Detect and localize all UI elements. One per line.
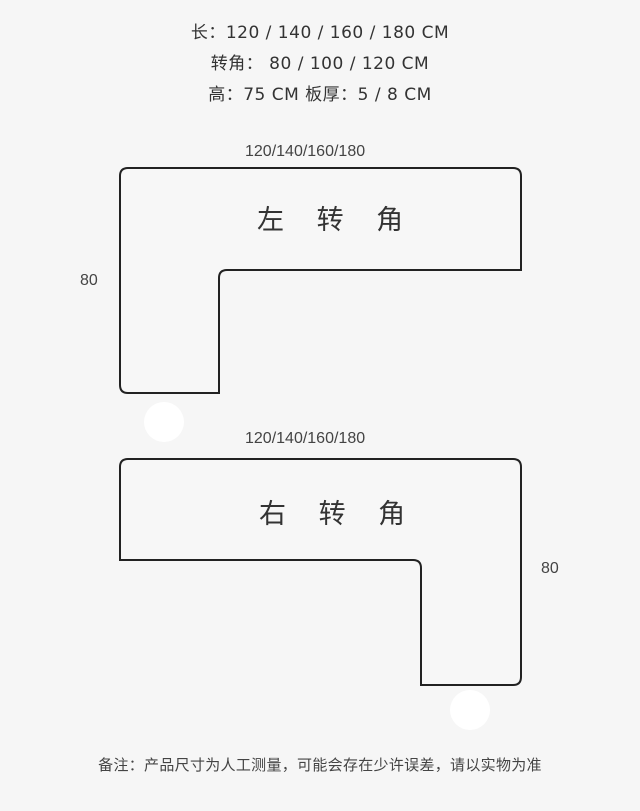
spec-corner: 转角： 80 / 100 / 120 CM <box>210 54 430 74</box>
left-corner-title: 左 转 角 <box>257 205 416 236</box>
right-corner-width-label: 120/140/160/180 <box>245 430 366 447</box>
glow-circle-right <box>450 690 490 730</box>
right-corner-depth-label: 80 <box>541 560 559 577</box>
spec-height-thickness: 高：75 CM 板厚：5 / 8 CM <box>208 85 432 105</box>
left-corner-outline <box>119 167 522 394</box>
spec-length: 长：120 / 140 / 160 / 180 CM <box>190 23 450 43</box>
right-corner-outline <box>119 458 522 686</box>
left-corner-depth-label: 80 <box>80 272 98 289</box>
right-corner-title: 右 转 角 <box>259 499 418 530</box>
left-corner-width-label: 120/140/160/180 <box>245 143 366 160</box>
footer-note: 备注：产品尺寸为人工测量，可能会存在少许误差，请以实物为准 <box>98 756 542 774</box>
glow-circle-left <box>144 402 184 442</box>
